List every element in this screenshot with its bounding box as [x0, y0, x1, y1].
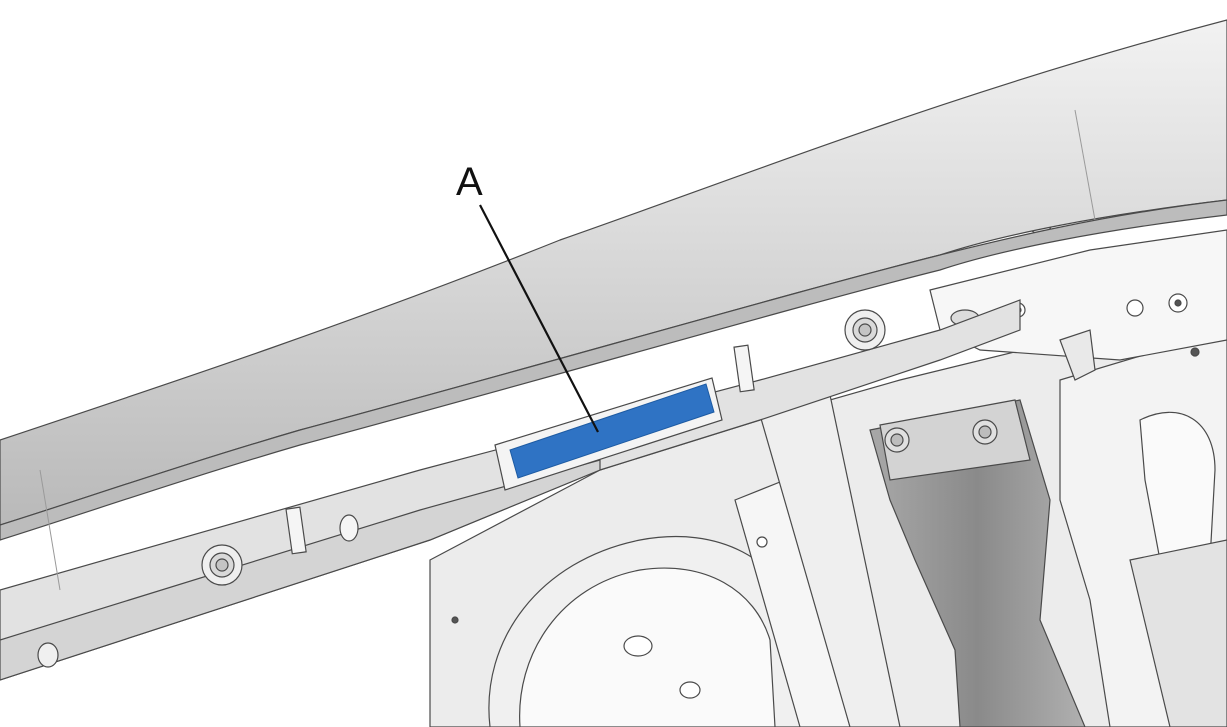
upper-rail — [0, 19, 1227, 591]
callout-leader-line — [479, 204, 599, 433]
callout-label-a: A — [456, 160, 483, 204]
highlighted-label — [509, 383, 715, 479]
